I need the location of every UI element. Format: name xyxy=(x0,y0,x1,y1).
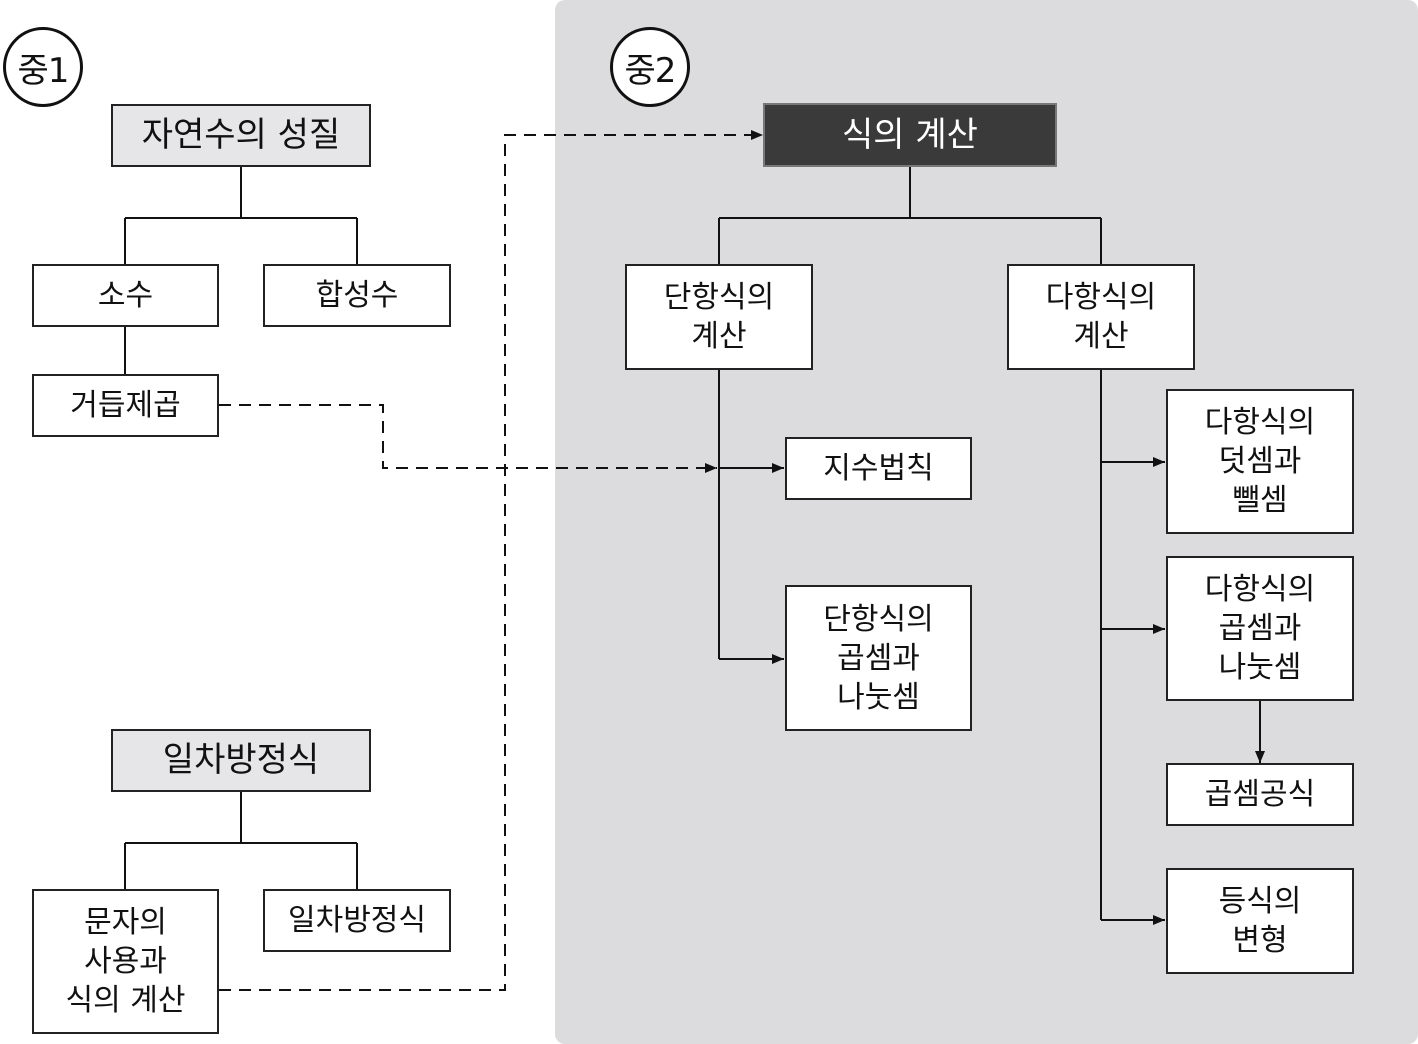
node-natural-number-properties: 자연수의 성질 xyxy=(111,104,371,167)
node-power: 거듭제곱 xyxy=(32,374,219,437)
node-polynomial-mul-div: 다항식의 곱셈과 나눗셈 xyxy=(1166,556,1354,701)
dashed-link-power xyxy=(219,404,717,473)
tree-line-root xyxy=(718,167,1102,265)
node-letters-and-expressions: 문자의 사용과 식의 계산 xyxy=(32,889,219,1034)
dashed-link-expression xyxy=(219,130,763,991)
node-linear-equation-topic: 일차방정식 xyxy=(111,729,371,792)
node-exponent-laws: 지수법칙 xyxy=(785,437,972,500)
grade2-badge: 중2 xyxy=(610,27,690,107)
node-composite: 합성수 xyxy=(263,264,451,327)
node-expression-calculation: 식의 계산 xyxy=(763,103,1057,167)
node-polynomial-calculation: 다항식의 계산 xyxy=(1007,264,1195,370)
node-polynomial-add-sub: 다항식의 덧셈과 뺄셈 xyxy=(1166,389,1354,534)
node-multiplication-formula: 곱셈공식 xyxy=(1166,763,1354,826)
tree-line-topic1 xyxy=(124,167,358,265)
grade1-badge: 중1 xyxy=(3,27,83,107)
tree-line-topic2 xyxy=(124,792,358,890)
node-monomial-mul-div: 단항식의 곱셈과 나눗셈 xyxy=(785,585,972,731)
node-prime: 소수 xyxy=(32,264,219,327)
node-equation-transformation: 등식의 변형 xyxy=(1166,868,1354,974)
node-linear-equation: 일차방정식 xyxy=(263,889,451,952)
node-monomial-calculation: 단항식의 계산 xyxy=(625,264,813,370)
